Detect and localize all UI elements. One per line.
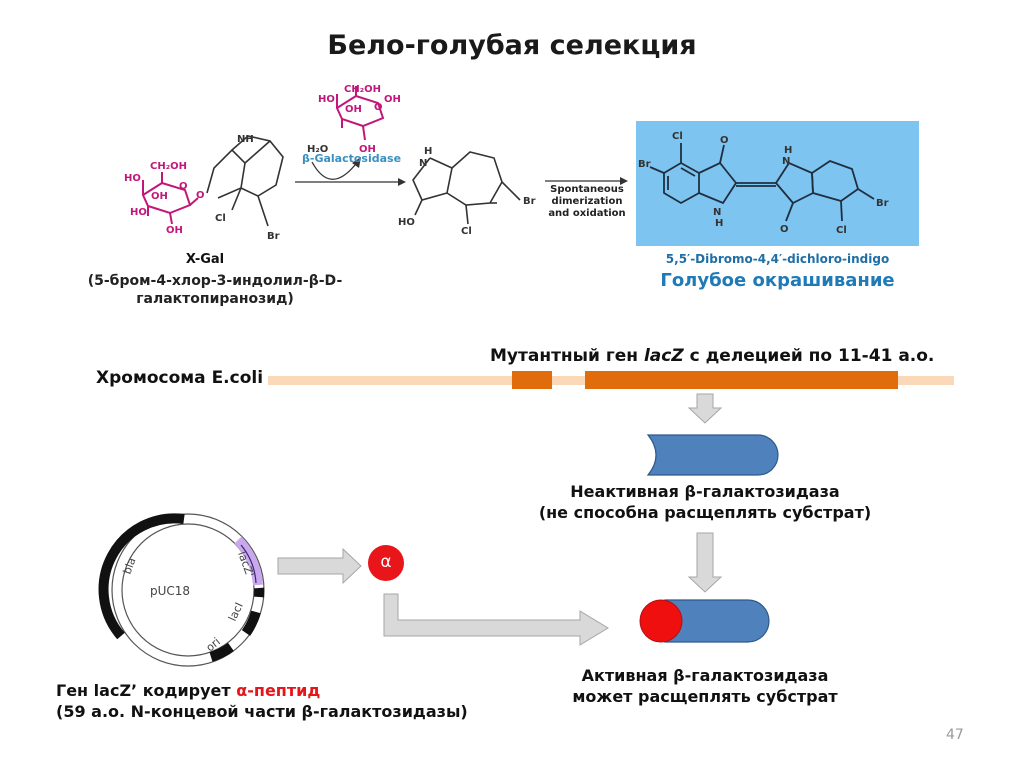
atom-cl: Cl — [461, 226, 472, 237]
indoxyl-intermediate — [412, 151, 521, 225]
blue-color-label: Голубое окрашивание — [660, 270, 895, 291]
atom-cl: Cl — [836, 225, 847, 236]
atom-oh: OH — [166, 225, 183, 236]
atom-cl: Cl — [672, 131, 683, 142]
indigo-name: 5,5′-Dibromo-4,4′-dichloro-indigo — [665, 252, 890, 266]
released-galactose-ring — [335, 86, 385, 141]
atom-br: Br — [638, 159, 651, 170]
xgal-indole — [206, 135, 284, 227]
atom-ho: HO — [130, 207, 147, 218]
atom-n: N — [419, 158, 427, 169]
alpha-peptide-bound — [639, 599, 683, 643]
atom-oh: OH — [359, 144, 376, 155]
atom-ho: HO — [124, 173, 141, 184]
atom-o: O — [179, 181, 188, 192]
xgal-galactose-ring — [141, 172, 199, 225]
atom-h: H — [715, 218, 723, 229]
plasmid-name: pUC18 — [150, 584, 190, 598]
indigo-structure: Cl Br O N H H N O Cl Br — [638, 131, 889, 236]
atom-o: O — [374, 102, 383, 113]
active-enzyme-label: Активная β-галактозидаза может расщеплят… — [572, 666, 838, 706]
enzyme-label: β-Galactosidase — [302, 152, 402, 165]
atom-n: N — [782, 156, 790, 167]
atom-h: H — [424, 146, 432, 157]
atom-oh: OH — [345, 104, 362, 115]
down-arrow-2 — [687, 532, 723, 593]
laci-segment — [241, 610, 261, 636]
gene-laci: lacI — [226, 600, 246, 623]
atom-cl: Cl — [215, 213, 226, 224]
atom-o: O — [780, 224, 789, 235]
lacz-fragment-1 — [512, 371, 552, 389]
indigo-product-box: Cl Br O N H H N O Cl Br — [636, 121, 919, 246]
atom-o: O — [720, 135, 729, 146]
atom-oh: OH — [384, 94, 401, 105]
mutant-gene-label: Мутантный ген lacZ с делецией по 11-41 а… — [490, 346, 935, 366]
water-label: H₂O — [307, 144, 329, 155]
alpha-peptide: α — [368, 545, 404, 581]
gene-bla: bla — [121, 556, 139, 576]
atom-ho: HO — [398, 217, 415, 228]
arrow-head — [620, 177, 628, 185]
atom-oh: OH — [151, 191, 168, 202]
water-curve-arrow — [311, 161, 356, 180]
atom-o: O — [196, 190, 205, 201]
atom-br: Br — [876, 198, 889, 209]
ori-segment — [209, 642, 234, 662]
inactive-enzyme-shape — [646, 434, 779, 476]
arrow-head — [398, 178, 406, 186]
slide-title: Бело-голубая селекция — [327, 30, 697, 61]
dimerization-label: Spontaneous dimerization and oxidation — [548, 184, 626, 219]
atom-nh: NH — [237, 134, 254, 145]
l-arrow-alpha — [383, 593, 609, 646]
down-arrow-1 — [687, 393, 723, 424]
arrow-head — [352, 157, 361, 168]
atom-br: Br — [267, 231, 280, 242]
alpha-peptide-text: α-пептид — [236, 681, 321, 700]
atom-ch2oh: CH₂OH — [150, 161, 187, 172]
right-arrow-plasmid — [277, 547, 362, 585]
bla-segment — [98, 513, 185, 640]
atom-ho: HO — [318, 94, 335, 105]
lacz-fragment-2 — [585, 371, 898, 389]
inactive-enzyme-label: Неактивная β-галактозидаза (не способна … — [538, 482, 872, 522]
lacz-gene-description: Ген lacZ’ кодирует α-пептид (59 а.о. N-к… — [56, 681, 468, 721]
lacz-segment — [234, 536, 263, 586]
atom-n: N — [713, 207, 721, 218]
xgal-name: X-Gal — [185, 252, 225, 267]
xgal-fullname: (5-бром-4-хлор-3-индолил-β-D- галактопир… — [87, 273, 343, 307]
atom-h: H — [784, 145, 792, 156]
page-number: 47 — [946, 727, 964, 743]
atom-br: Br — [523, 196, 536, 207]
atom-ch2oh: CH₂OH — [344, 84, 381, 95]
active-enzyme-shape — [664, 599, 770, 643]
plasmid-map: pUC18 bla lacZ' lacI ori — [98, 513, 265, 667]
chromosome-label: Хромосома E.coli — [96, 368, 264, 388]
